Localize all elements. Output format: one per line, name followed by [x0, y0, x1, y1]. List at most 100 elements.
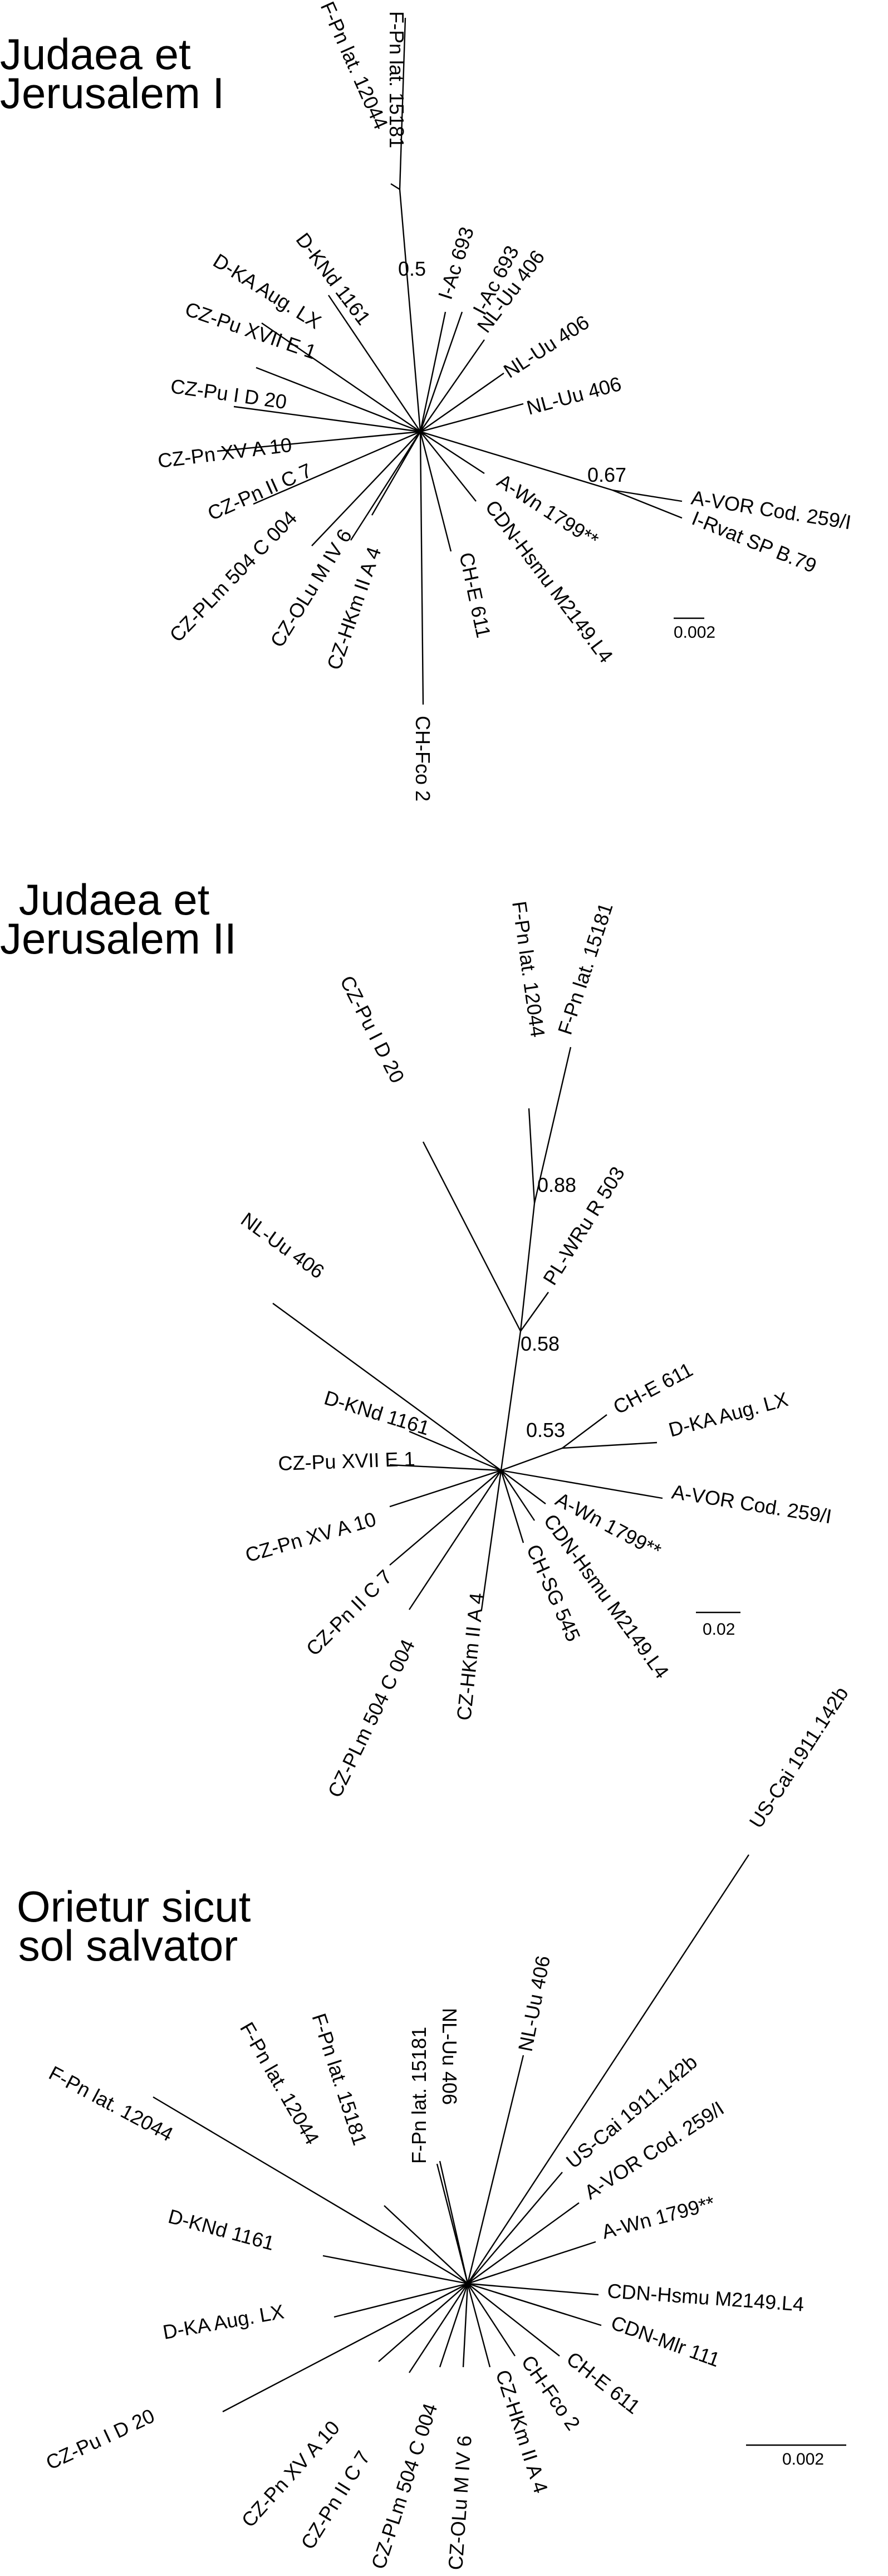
- p1-taxon-label: CZ-Pu I D 20: [169, 374, 288, 413]
- panel3-title-line1: Orietur sicut: [17, 1882, 251, 1931]
- p1-taxon-label: CZ-Pn II C 7: [204, 458, 315, 525]
- p3-taxon-label: D-KNd 1161: [166, 2204, 277, 2255]
- p2-edge: [562, 1441, 658, 1449]
- p3-taxon-label: NL-Uu 406: [438, 2008, 461, 2105]
- p1-edge: [390, 183, 400, 190]
- panel3-title: Orietur sicut sol salvator: [17, 1882, 251, 1970]
- p2-taxon-label: CZ-PLm 504 C 004: [323, 1636, 419, 1801]
- p1-edge: [420, 339, 485, 432]
- p1-edge: [399, 189, 421, 432]
- p2-taxon-label: F-Pn lat. 12044: [508, 900, 550, 1038]
- p2-taxon-label: CH-E 611: [610, 1358, 696, 1419]
- panel3-title-line2: sol salvator: [18, 1921, 238, 1970]
- p1-taxon-label: NL-Uu 406: [499, 311, 593, 383]
- p2-support-value: 0.88: [537, 1174, 576, 1196]
- p3-edge: [467, 2282, 599, 2296]
- p2-support-value: 0.53: [526, 1419, 565, 1441]
- p3-edge: [467, 2202, 580, 2284]
- p1-edge: [420, 431, 477, 502]
- p2-edge: [533, 1047, 572, 1204]
- p2-edge: [562, 1414, 607, 1449]
- p1-edge: [612, 489, 683, 519]
- p2-edge: [422, 1141, 522, 1332]
- p3-taxon-label: CZ-Pu I D 20: [42, 2404, 158, 2474]
- p1-edge: [420, 403, 524, 433]
- p2-taxon-label: CZ-Pu I D 20: [336, 972, 409, 1087]
- p2-taxon-label: CZ-Pn XV A 10: [243, 1508, 379, 1567]
- p2-edge: [480, 1470, 502, 1610]
- p2-taxon-label: D-KNd 1161: [322, 1386, 433, 1439]
- p2-edge: [520, 1292, 549, 1332]
- p3-edge: [467, 2283, 491, 2368]
- p2-taxon-label: CZ-Pu XVII E 1: [278, 1447, 415, 1475]
- panel1-tree: 0.5 0.67 F-Pn lat. 15181 F-Pn lat. 12044…: [156, 0, 853, 801]
- p3-edge: [408, 2283, 469, 2373]
- p2-edge: [528, 1108, 536, 1204]
- p3-taxon-label: US-Cai 1911.142b: [744, 1683, 852, 1832]
- p1-edge: [253, 431, 421, 505]
- panel2-title-line2: Jerusalem II: [0, 914, 237, 963]
- p3-edge: [436, 2163, 469, 2284]
- p3-edge: [467, 2055, 524, 2284]
- p3-edge: [467, 2283, 560, 2357]
- p1-edge: [420, 431, 613, 491]
- p3-edge: [322, 2255, 468, 2285]
- p1-taxon-label: I-Ac 693: [434, 224, 478, 302]
- p2-taxon-label: CZ-Pn II C 7: [302, 1565, 396, 1660]
- p2-edge: [501, 1470, 535, 1521]
- p3-taxon-label: CDN-Hsmu M2149.L4: [606, 2279, 804, 2316]
- p2-edge: [409, 1430, 502, 1472]
- p1-edge: [420, 431, 485, 475]
- p3-edge: [222, 2282, 468, 2413]
- p3-taxon-label: NL-Uu 406: [514, 1954, 555, 2054]
- p1-edge: [256, 366, 421, 433]
- p2-edge: [408, 1470, 502, 1610]
- p1-support-value: 0.67: [587, 463, 626, 486]
- p1-edge: [217, 431, 421, 452]
- p3-edge: [439, 2283, 469, 2368]
- p3-taxon-label: F-Pn lat. 12044: [236, 2018, 324, 2149]
- p2-edge: [501, 1469, 663, 1499]
- p3-edge: [467, 1854, 750, 2284]
- p2-edge: [501, 1470, 546, 1504]
- p3-edge: [467, 2282, 602, 2326]
- p3-edge: [384, 2205, 468, 2284]
- p1-taxon-label: CH-Fco 2: [411, 716, 434, 801]
- p3-edge: [467, 2241, 596, 2285]
- p3-taxon-label: F-Pn lat. 12044: [45, 2061, 177, 2146]
- p1-edge: [420, 373, 504, 432]
- p1-taxon-label: F-Pn lat. 15181: [385, 11, 408, 148]
- p3-edge: [467, 2283, 516, 2357]
- p1-edge: [419, 431, 424, 705]
- panel2-title-line1: Judaea et: [18, 875, 210, 924]
- p2-taxon-label: F-Pn lat. 15181: [553, 900, 617, 1038]
- p3-scale-label: 0.002: [782, 2450, 824, 2469]
- p2-edge: [500, 1470, 524, 1543]
- p2-taxon-label: CZ-HKm II A 4: [452, 1592, 488, 1722]
- panel2-title: Judaea et Jerusalem II: [0, 875, 237, 963]
- p1-edge: [399, 17, 406, 190]
- p1-edge: [419, 311, 463, 432]
- p1-edge: [328, 295, 421, 432]
- p3-taxon-label: CDN-Mlr 111: [608, 2311, 723, 2372]
- p1-scale-label: 0.002: [674, 623, 715, 642]
- p3-taxon-label: CZ-OLu M IV 6: [444, 2435, 476, 2570]
- p3-edge: [333, 2282, 468, 2318]
- p3-edge: [153, 2096, 468, 2285]
- p1-edge: [233, 405, 421, 433]
- p1-edge: [311, 431, 421, 546]
- p3-edge: [378, 2283, 468, 2362]
- p2-edge: [389, 1464, 502, 1472]
- p1-edge: [371, 431, 421, 516]
- p3-taxon-label: F-Pn lat. 15181: [408, 2027, 430, 2164]
- p1-taxon-label: CH-E 611: [455, 550, 495, 640]
- p2-edge: [389, 1469, 502, 1508]
- p2-edge: [272, 1303, 502, 1471]
- p1-edge: [261, 322, 421, 432]
- p1-edge: [419, 431, 452, 552]
- p2-taxon-label: D-KA Aug. LX: [666, 1387, 790, 1441]
- p2-taxon-label: A-VOR Cod. 259/I: [670, 1480, 833, 1528]
- p1-taxon-label: F-Pn lat. 12044: [316, 0, 393, 133]
- p1-edge: [612, 489, 683, 502]
